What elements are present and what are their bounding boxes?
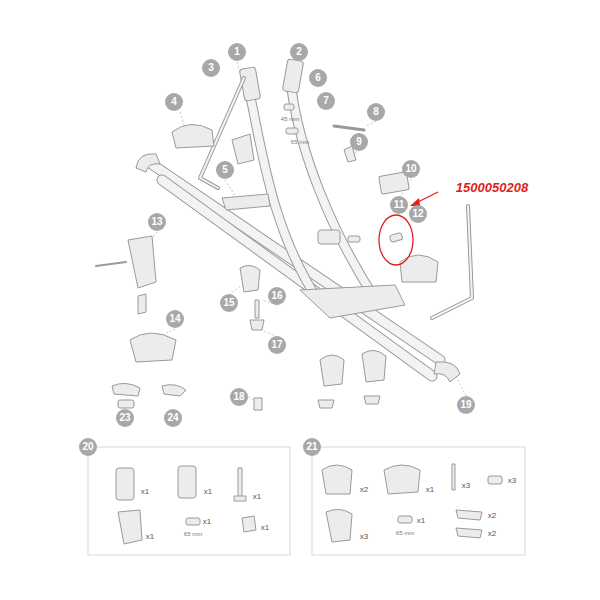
callout-number: 17	[268, 336, 286, 354]
part-number: 1500050208	[456, 181, 528, 194]
callout-number: 20	[79, 438, 97, 456]
callout-number: 10	[402, 160, 420, 178]
dimension-label: 65 mm	[184, 531, 202, 537]
quantity-label: x1	[253, 493, 261, 501]
quantity-label: x1	[146, 533, 154, 541]
callout-number: 7	[317, 92, 335, 110]
quantity-label: x1	[203, 518, 211, 526]
quantity-label: x2	[488, 530, 496, 538]
callout-number: 5	[216, 161, 234, 179]
callout-number: 24	[164, 409, 182, 427]
quantity-label: x3	[360, 533, 368, 541]
callout-number: 15	[220, 294, 238, 312]
quantity-label: x1	[204, 488, 212, 496]
callout-number: 14	[166, 310, 184, 328]
callout-number: 8	[367, 103, 385, 121]
dimension-label: 65 mm	[396, 530, 414, 536]
quantity-label: x1	[417, 517, 425, 525]
callout-number: 9	[350, 133, 368, 151]
callout-number: 2	[290, 43, 308, 61]
callout-number: 4	[165, 93, 183, 111]
callout-number: 13	[148, 213, 166, 231]
quantity-label: x3	[508, 477, 516, 485]
callout-number: 16	[268, 287, 286, 305]
callout-number: 18	[230, 388, 248, 406]
quantity-label: x1	[426, 486, 434, 494]
quantity-label: x1	[141, 488, 149, 496]
dimension-label: 65 mm	[291, 139, 309, 145]
quantity-label: x3	[462, 482, 470, 490]
quantity-label: x2	[360, 486, 368, 494]
quantity-label: x1	[261, 524, 269, 532]
quantity-label: x2	[488, 512, 496, 520]
callout-number: 12	[409, 205, 427, 223]
dimension-label: 45 mm	[281, 116, 299, 122]
callout-number: 1	[228, 43, 246, 61]
callout-number: 21	[303, 438, 321, 456]
callout-number: 6	[309, 69, 327, 87]
callout-number: 19	[457, 396, 475, 414]
callout-number: 23	[116, 409, 134, 427]
callout-number: 3	[202, 59, 220, 77]
callout-number: 11	[390, 196, 408, 214]
